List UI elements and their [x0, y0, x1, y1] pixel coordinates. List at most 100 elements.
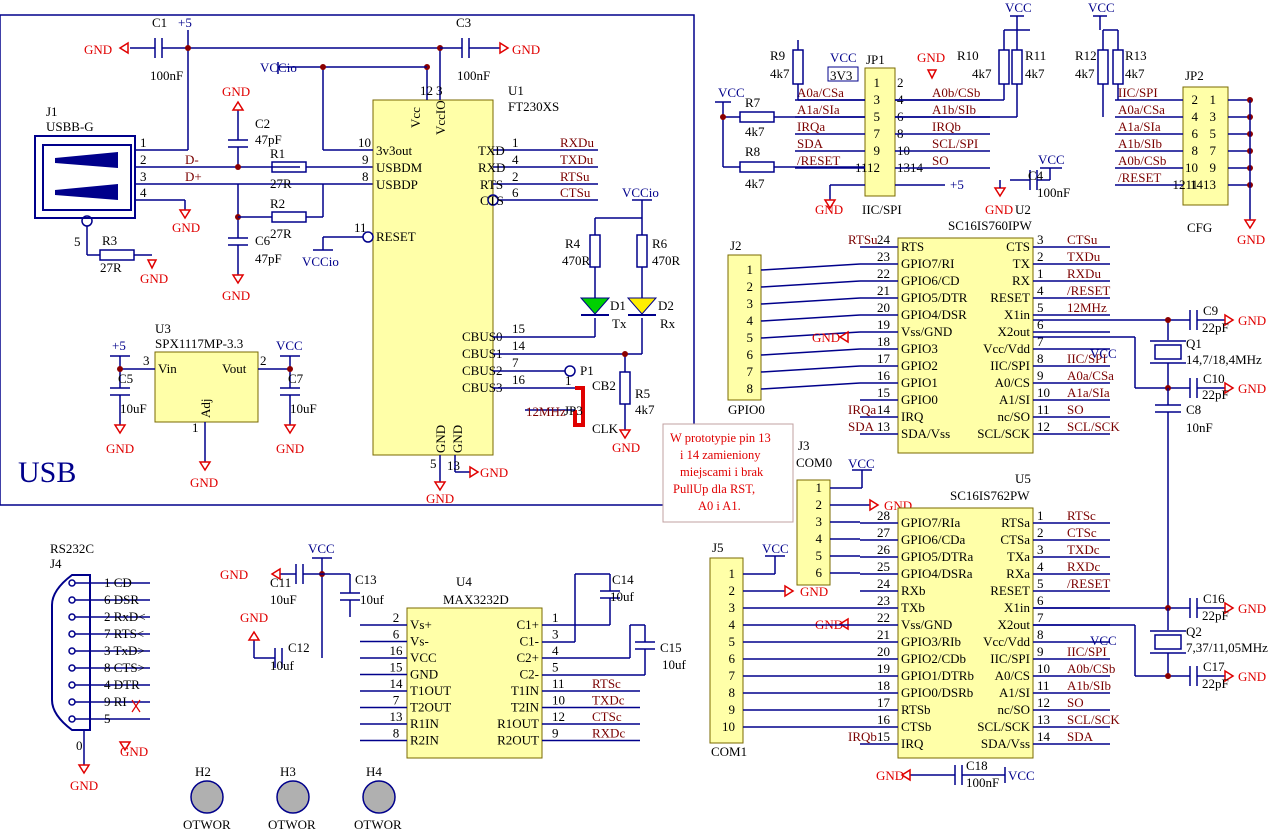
jp1-pin-num: 1112 — [855, 160, 880, 175]
u4-chip — [406, 607, 543, 759]
j3-pin-num: 1 — [816, 480, 823, 495]
u1-ref: U1 — [508, 83, 524, 98]
svg-text:1: 1 — [140, 135, 147, 150]
u5-pin-name: GPIO3/RIb — [901, 634, 961, 649]
u2-pin-name: A1/SI — [999, 392, 1030, 407]
svg-text:i 14 zamieniony: i 14 zamieniony — [680, 448, 761, 462]
mounting-hole-h4 — [362, 780, 396, 814]
j5-pin-num: 1 — [729, 566, 736, 581]
u3-chip — [154, 351, 259, 423]
svg-text:TXD: TXD — [478, 143, 505, 158]
u4-pin-num: 4 — [552, 643, 559, 658]
svg-text:GND: GND — [800, 584, 828, 599]
svg-text:R3: R3 — [102, 233, 117, 248]
u2-pin-name: SCL/SCK — [977, 426, 1030, 441]
svg-text:GND: GND — [190, 475, 218, 490]
u5-pin-name: A1/SI — [999, 685, 1030, 700]
svg-text:470R: 470R — [562, 253, 591, 268]
svg-text:A0 i A1.: A0 i A1. — [698, 499, 741, 513]
svg-text:22pF: 22pF — [1202, 608, 1229, 623]
u5-pin-num: 14 — [1037, 729, 1051, 744]
svg-text:VCC: VCC — [1090, 633, 1117, 648]
svg-text:C8: C8 — [1186, 402, 1201, 417]
u5-net-label: IIC/SPI — [1067, 644, 1107, 659]
u2-pin-num: 10 — [1037, 385, 1050, 400]
svg-text:27R: 27R — [100, 260, 122, 275]
jp1-pin-num: 3 — [874, 92, 881, 107]
svg-text:10nF: 10nF — [1186, 420, 1213, 435]
u4-net-label: RXDc — [592, 726, 625, 741]
db9-pin — [68, 613, 76, 621]
j4-pin-label: 6 DSR — [104, 592, 139, 607]
u4-pin-name: R2OUT — [497, 733, 539, 748]
u5-pin-name: RXa — [1006, 566, 1030, 581]
u4-pin-num: 14 — [390, 676, 404, 691]
u5-pin-name: GPIO2/CDb — [901, 651, 966, 666]
svg-text:H2: H2 — [195, 764, 211, 779]
u5-pin-num: 3 — [1037, 542, 1044, 557]
svg-text:100nF: 100nF — [150, 68, 183, 83]
svg-text:P1: P1 — [580, 363, 594, 378]
svg-text:VccIO: VccIO — [433, 100, 448, 135]
svg-text:47pF: 47pF — [255, 132, 282, 147]
u5-pin-num: 27 — [877, 525, 891, 540]
jp2-pin-num: 5 — [1210, 126, 1217, 141]
u2-pin-num: 4 — [1037, 283, 1044, 298]
j2-pin-num: 5 — [747, 330, 754, 345]
db9-pin — [68, 698, 76, 706]
svg-text:CLK: CLK — [592, 421, 619, 436]
svg-text:CBUS1: CBUS1 — [462, 346, 502, 361]
svg-text:4k7: 4k7 — [745, 176, 765, 191]
svg-text:15: 15 — [512, 321, 525, 336]
u2-pin-num: 21 — [877, 283, 890, 298]
svg-text:3V3: 3V3 — [830, 68, 852, 83]
svg-text:GND: GND — [876, 768, 904, 783]
svg-text:VCCio: VCCio — [260, 60, 297, 75]
u4-pin-num: 8 — [393, 726, 400, 741]
u2-net-label: SDA — [848, 419, 875, 434]
svg-text:1: 1 — [192, 420, 199, 435]
u5-chip — [897, 507, 1034, 759]
u5-pin-name: GPIO5/DTRa — [901, 549, 973, 564]
u4-pin-num: 9 — [552, 726, 559, 741]
db9-pin — [68, 664, 76, 672]
svg-text:U5: U5 — [1015, 471, 1031, 486]
jp2-net-label: A1b/SIb — [1118, 136, 1162, 151]
u4-pin-name: VCC — [410, 650, 437, 665]
svg-text:C7: C7 — [288, 371, 304, 386]
svg-text:VCC: VCC — [718, 85, 745, 100]
svg-text:GND: GND — [172, 220, 200, 235]
u5-pin-num: 11 — [1037, 678, 1050, 693]
svg-text:+5: +5 — [950, 177, 964, 192]
svg-text:R2: R2 — [270, 196, 285, 211]
svg-text:C5: C5 — [118, 371, 133, 386]
u2-chip — [897, 237, 1034, 454]
u4-pin-name: Vs- — [410, 634, 429, 649]
u5-pin-name: SDA/Vss — [981, 736, 1030, 751]
svg-text:C18: C18 — [966, 758, 988, 773]
u5-pin-num: 8 — [1037, 627, 1044, 642]
svg-text:C3: C3 — [456, 15, 471, 30]
svg-text:SPX1117MP-3.3: SPX1117MP-3.3 — [155, 336, 243, 351]
svg-text:JP3: JP3 — [564, 403, 583, 418]
svg-text:8: 8 — [362, 169, 369, 184]
svg-text:R1: R1 — [270, 146, 285, 161]
j2-pin-num: 2 — [747, 279, 754, 294]
u5-pin-num: 13 — [1037, 712, 1050, 727]
svg-text:R9: R9 — [770, 48, 785, 63]
u4-net-label: TXDc — [592, 693, 625, 708]
svg-text:22pF: 22pF — [1202, 387, 1229, 402]
u5-pin-name: SCL/SCK — [977, 719, 1030, 734]
u4-pin-name: GND — [410, 667, 438, 682]
u4-net-label: RTSc — [592, 676, 621, 691]
svg-text:GND: GND — [612, 440, 640, 455]
u4-pin-num: 2 — [393, 610, 400, 625]
j5-pin-num: 6 — [729, 651, 736, 666]
svg-text:GND: GND — [1238, 669, 1266, 684]
u5-pin-name: GPIO4/DSRa — [901, 566, 973, 581]
svg-text:CTS: CTS — [480, 193, 504, 208]
svg-text:4: 4 — [512, 152, 519, 167]
svg-text:GPIO0: GPIO0 — [728, 402, 765, 417]
u2-pin-name: GPIO1 — [901, 375, 938, 390]
jp1-pin-num: 2 — [897, 75, 904, 90]
